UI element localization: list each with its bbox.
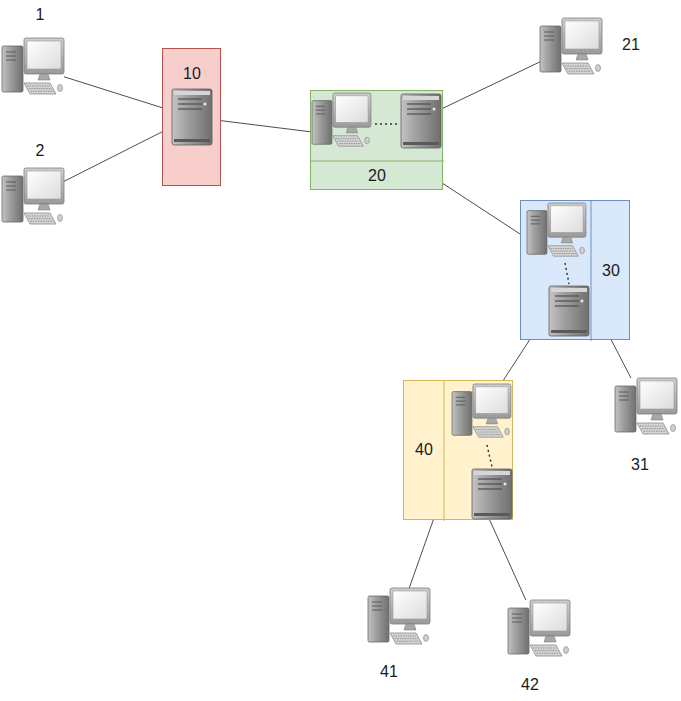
host-number: 1 bbox=[36, 5, 45, 24]
network-link bbox=[504, 340, 530, 380]
computer-icon bbox=[615, 378, 677, 434]
group-box: 10 bbox=[162, 48, 221, 186]
ellipsis-dots bbox=[565, 263, 569, 284]
computer-node: 41 bbox=[368, 588, 430, 646]
network-link bbox=[409, 520, 433, 588]
computer-illustration bbox=[2, 168, 64, 226]
network-link bbox=[490, 520, 526, 600]
computer-icon bbox=[508, 600, 570, 656]
group-number: 40 bbox=[415, 440, 433, 459]
box-divider bbox=[311, 161, 444, 162]
computer-icon bbox=[527, 203, 586, 256]
group-number: 20 bbox=[368, 166, 386, 185]
computer-icon bbox=[452, 384, 511, 437]
host-number: 41 bbox=[380, 662, 398, 681]
host-number: 21 bbox=[622, 35, 640, 54]
computer-icon bbox=[2, 38, 64, 94]
group-number: 30 bbox=[602, 261, 620, 280]
box-divider bbox=[444, 381, 445, 521]
network-link bbox=[443, 62, 540, 108]
computer-illustration bbox=[2, 38, 64, 96]
computer-illustration bbox=[540, 18, 602, 76]
computer-icon bbox=[368, 588, 430, 644]
computer-illustration bbox=[368, 588, 430, 646]
server-icon bbox=[472, 469, 512, 519]
computer-node: 21 bbox=[540, 18, 602, 76]
host-number: 31 bbox=[631, 455, 649, 474]
network-link bbox=[64, 77, 162, 108]
computer-icon bbox=[2, 168, 64, 224]
ellipsis-dots bbox=[375, 123, 400, 125]
computer-node: 42 bbox=[508, 600, 570, 658]
server-icon bbox=[401, 94, 441, 148]
computer-node: 1 bbox=[2, 38, 64, 96]
network-link bbox=[611, 340, 631, 378]
box-divider bbox=[591, 201, 592, 341]
group-box: 20 bbox=[310, 90, 443, 190]
group-box: 40 bbox=[403, 380, 513, 520]
computer-icon bbox=[312, 93, 371, 146]
server-icon bbox=[549, 286, 589, 336]
group-box: 30 bbox=[520, 200, 630, 340]
computer-illustration bbox=[615, 378, 677, 436]
network-link bbox=[64, 132, 162, 181]
computer-node: 2 bbox=[2, 168, 64, 226]
group-number: 10 bbox=[183, 64, 201, 83]
network-link bbox=[221, 121, 310, 132]
server-icon bbox=[172, 89, 212, 145]
computer-icon bbox=[540, 18, 602, 74]
computer-illustration bbox=[508, 600, 570, 658]
host-number: 42 bbox=[521, 675, 539, 694]
host-number: 2 bbox=[36, 141, 45, 160]
network-link bbox=[443, 184, 520, 234]
ellipsis-dots bbox=[487, 445, 492, 467]
computer-node: 31 bbox=[615, 378, 677, 436]
